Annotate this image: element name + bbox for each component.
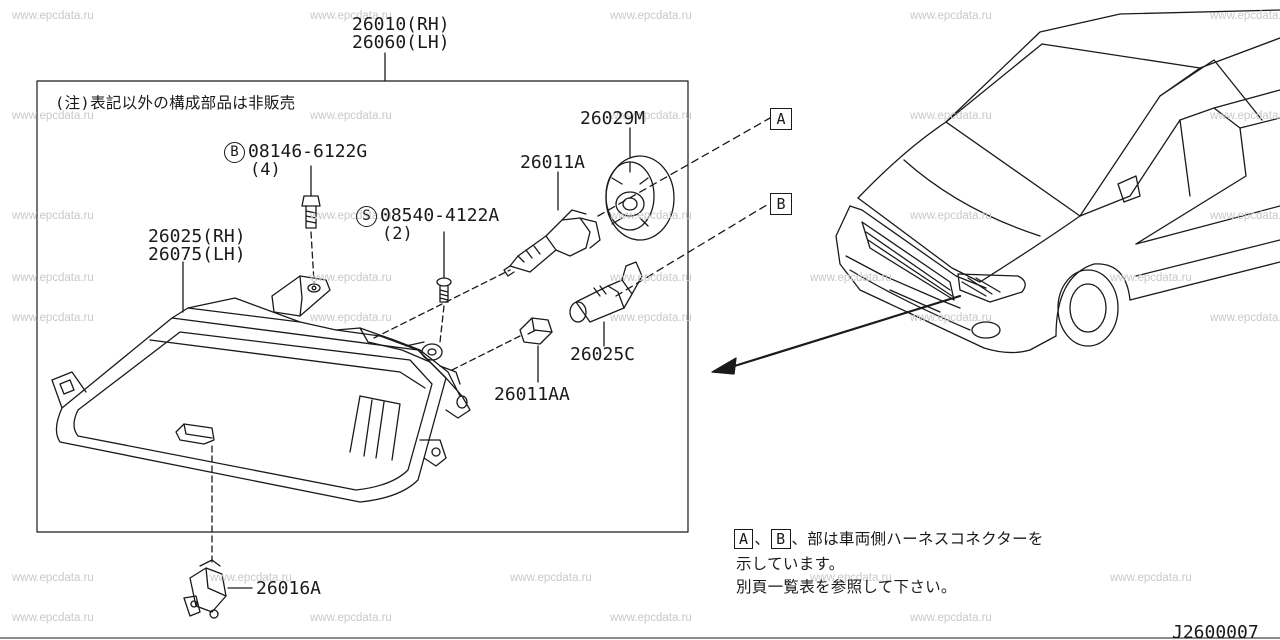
watermark-text: www.epcdata.ru <box>210 572 292 584</box>
leveling-actuator-icon <box>183 559 227 619</box>
housing-lh-label: 26075(LH) <box>148 244 246 265</box>
bolt-part-number: 08146-6122G <box>248 141 368 162</box>
connector-ref-b: B <box>770 193 792 215</box>
watermark-text: www.epcdata.ru <box>610 612 692 624</box>
watermark-text: www.epcdata.ru <box>310 312 392 324</box>
note-box-b: B <box>771 529 791 549</box>
screw-code-circle: S <box>356 206 377 227</box>
watermark-text: www.epcdata.ru <box>810 272 892 284</box>
watermark-text: www.epcdata.ru <box>310 272 392 284</box>
bolt-quantity: (4) <box>250 160 281 180</box>
watermark-text: www.epcdata.ru <box>910 312 992 324</box>
note-line1-text: 、部は車両側ハーネスコネクターを <box>791 530 1044 548</box>
note-box-a: A <box>734 529 754 549</box>
small-bulb-label: 26011AA <box>494 384 570 405</box>
watermark-text: www.epcdata.ru <box>310 10 392 22</box>
screw-quantity: (2) <box>382 224 413 244</box>
watermark-text: www.epcdata.ru <box>12 572 94 584</box>
headlamp-housing <box>51 275 471 503</box>
wedge-bulb-icon <box>519 317 553 345</box>
watermark-text: www.epcdata.ru <box>510 572 592 584</box>
watermark-text: www.epcdata.ru <box>310 612 392 624</box>
assembly-lh-label: 26060(LH) <box>352 32 450 53</box>
bulb-socket-icon <box>569 261 643 323</box>
connector-note-line2: 示しています。 <box>736 555 845 573</box>
screw-icon <box>436 277 452 303</box>
vehicle-illustration <box>835 9 1280 354</box>
watermark-text: www.epcdata.ru <box>610 312 692 324</box>
watermark-text: www.epcdata.ru <box>610 210 692 222</box>
watermark-text: www.epcdata.ru <box>610 110 692 122</box>
watermark-text: www.epcdata.ru <box>1210 110 1280 122</box>
halogen-bulb-icon <box>503 209 601 277</box>
watermark-text: www.epcdata.ru <box>810 572 892 584</box>
non-sale-note: (注)表記以外の構成部品は非販売 <box>55 94 296 112</box>
adjuster-label: 26016A <box>256 578 322 599</box>
watermark-text: www.epcdata.ru <box>910 612 992 624</box>
watermark-text: www.epcdata.ru <box>1110 272 1192 284</box>
watermark-text: www.epcdata.ru <box>310 110 392 122</box>
socket-label: 26025C <box>570 344 636 365</box>
watermark-text: www.epcdata.ru <box>12 210 94 222</box>
screw-part-number: 08540-4122A <box>380 205 500 226</box>
watermark-text: www.epcdata.ru <box>12 272 94 284</box>
watermark-text: www.epcdata.ru <box>910 10 992 22</box>
connector-note-line3: 別頁一覧表を参照して下さい。 <box>736 578 957 596</box>
note-sep: 、 <box>754 530 771 548</box>
watermark-text: www.epcdata.ru <box>1210 10 1280 22</box>
bolt-code-circle: B <box>224 142 245 163</box>
watermark-text: www.epcdata.ru <box>12 312 94 324</box>
housing-rh-label: 26025(RH) <box>148 226 246 247</box>
dust-cap-icon <box>605 155 675 241</box>
watermark-text: www.epcdata.ru <box>610 272 692 284</box>
connector-note-line1: A、B、部は車両側ハーネスコネクターを <box>733 529 1044 549</box>
watermark-text: www.epcdata.ru <box>610 10 692 22</box>
diagram-code: J2600007 <box>1172 622 1259 640</box>
watermark-text: www.epcdata.ru <box>12 110 94 122</box>
assembly-rh-label: 26010(RH) <box>352 14 450 35</box>
dust-cap-label: 26029M <box>580 108 646 129</box>
watermark-text: www.epcdata.ru <box>910 210 992 222</box>
assembly-frame <box>36 80 689 533</box>
watermark-text: www.epcdata.ru <box>1210 210 1280 222</box>
watermark-text: www.epcdata.ru <box>310 210 392 222</box>
watermark-text: www.epcdata.ru <box>910 110 992 122</box>
watermark-text: www.epcdata.ru <box>1210 312 1280 324</box>
watermark-text: www.epcdata.ru <box>1110 572 1192 584</box>
location-arrow <box>711 294 962 375</box>
connector-ref-a: A <box>770 108 792 130</box>
bolt-icon <box>301 195 321 229</box>
bulb-label: 26011A <box>520 152 586 173</box>
watermark-text: www.epcdata.ru <box>12 10 94 22</box>
watermark-text: www.epcdata.ru <box>12 612 94 624</box>
